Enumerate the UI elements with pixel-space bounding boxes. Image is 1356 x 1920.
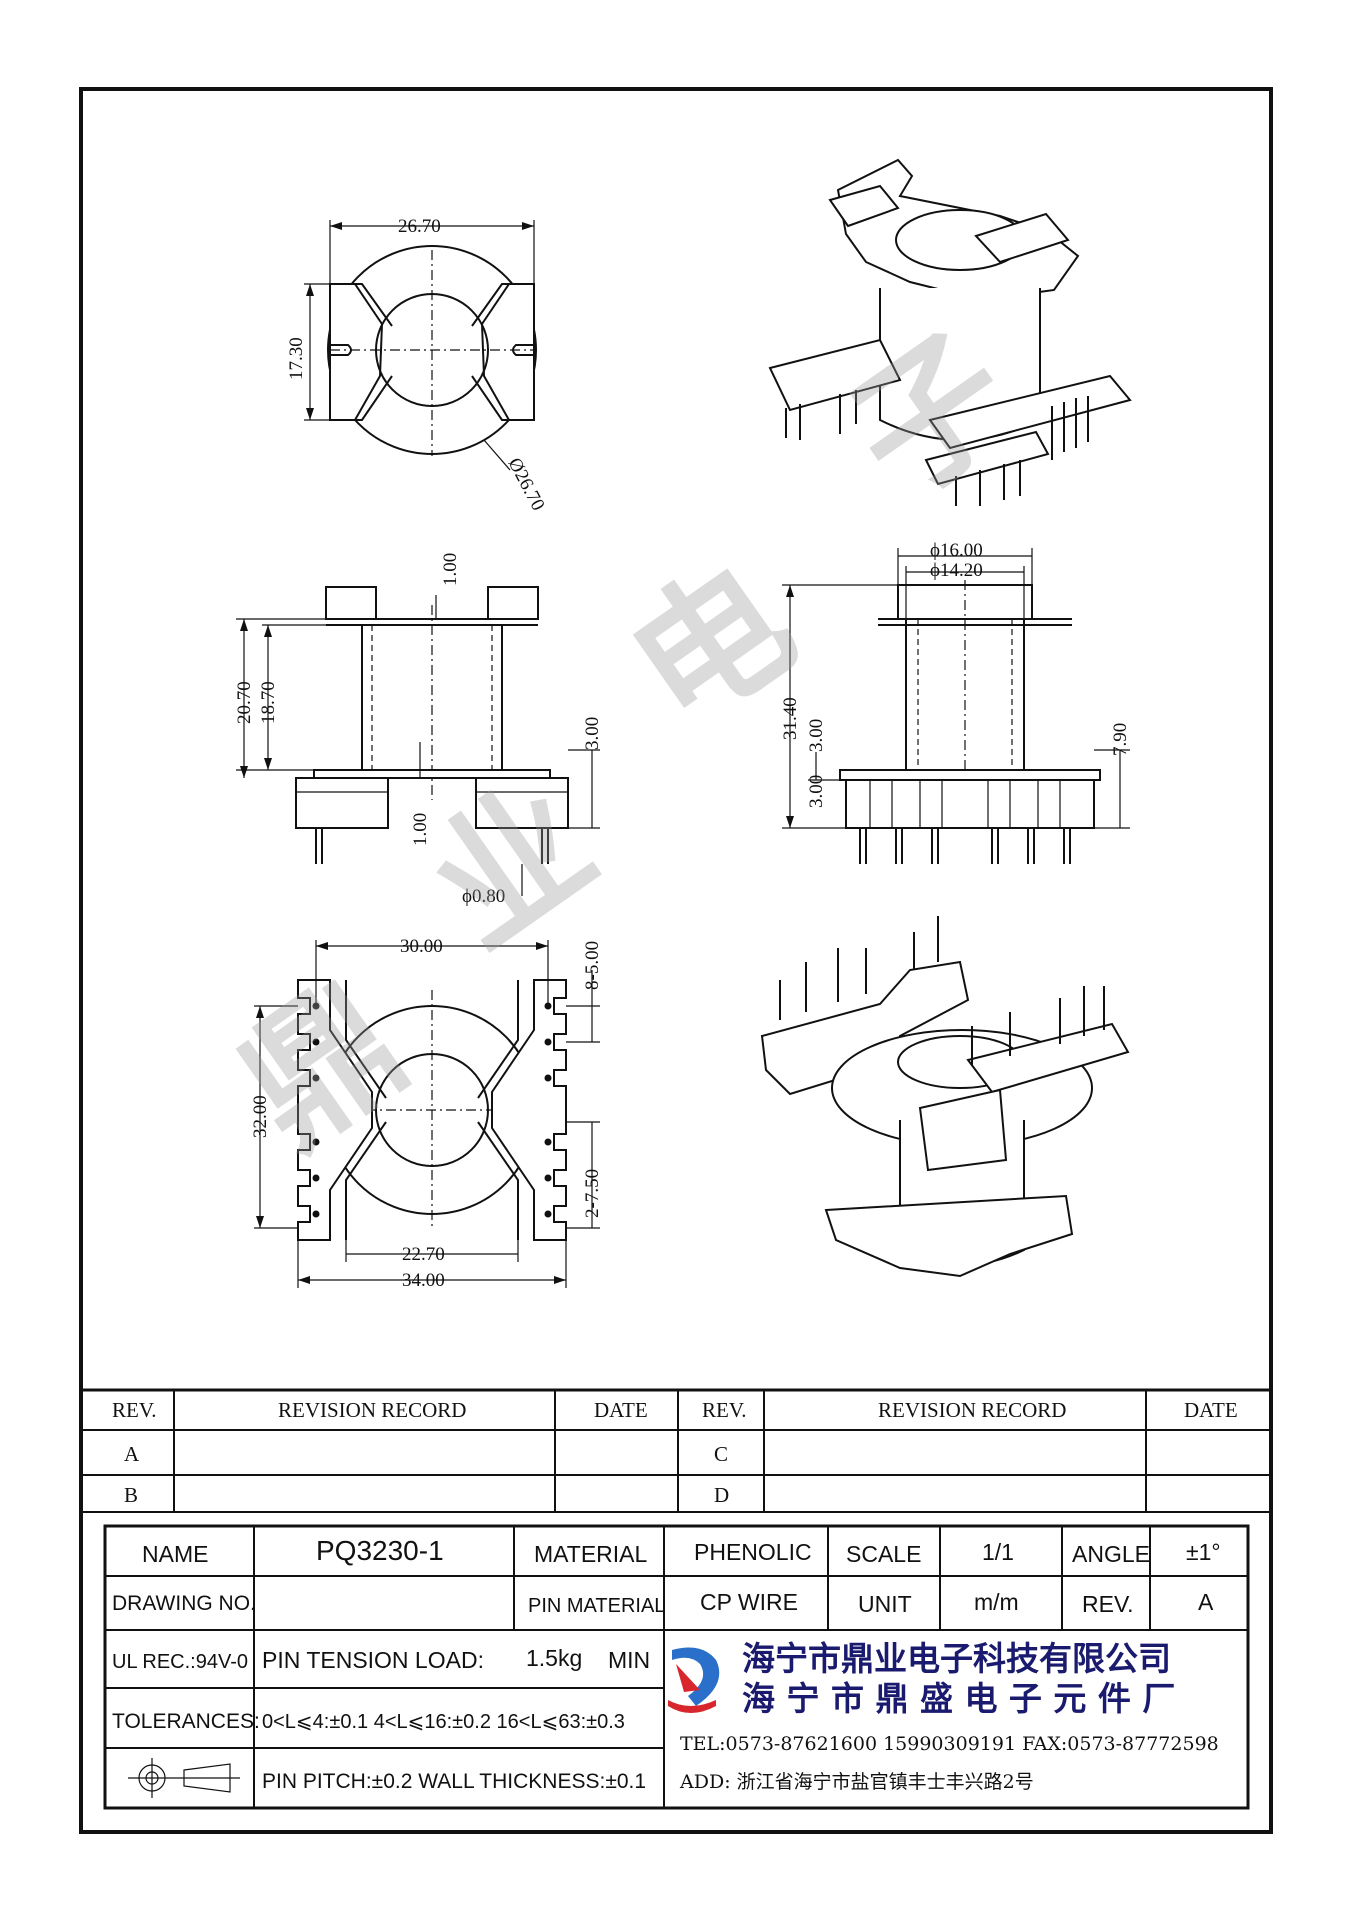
company-address: ADD: 浙江省海宁市盐官镇丰士丰兴路2号: [679, 1771, 1034, 1793]
company-name-2: 海 宁 市 鼎 盛 电 子 元 件 厂: [742, 1679, 1175, 1718]
revision-record-header-2: REVISION RECORD: [878, 1398, 1066, 1422]
revision-table: REV. REVISION RECORD DATE REV. REVISION …: [81, 1388, 1271, 1513]
rev-header-2: REV.: [702, 1398, 747, 1422]
company-contact: TEL:0573-87621600 15990309191 FAX:0573-8…: [680, 1733, 1219, 1755]
pin-tension-unit: MIN: [608, 1647, 650, 1673]
ul-rec-label: UL REC.:94V-0: [112, 1651, 248, 1673]
dim-bottom-width: 30.00: [400, 936, 443, 957]
dim-bottom-pitch2: 2-7.50: [582, 1169, 603, 1218]
bottom-view: 30.00 32.00 8-5.00 2-7.50 22.70 34.00: [250, 936, 603, 1291]
dim-bottom-inner: 22.70: [402, 1244, 445, 1265]
dim-top-height: 17.30: [286, 337, 307, 380]
dim-bottom-outer: 34.00: [402, 1270, 445, 1291]
tolerances-label: TOLERANCES:: [112, 1710, 260, 1733]
company-name-1: 海宁市鼎业电子科技有限公司: [742, 1639, 1171, 1678]
rev-row-d: D: [714, 1483, 729, 1507]
name-label: NAME: [142, 1541, 208, 1567]
title-block: NAME PQ3230-1 MATERIAL PHENOLIC SCALE 1/…: [103, 1524, 1250, 1810]
svg-text:鼎: 鼎: [211, 952, 434, 1181]
material-value: PHENOLIC: [694, 1539, 812, 1565]
angle-label: ANGLE: [1072, 1541, 1150, 1567]
pin-tension-value: 1.5kg: [526, 1645, 582, 1671]
rev-row-b: B: [124, 1483, 138, 1507]
dim-bottom-pitch: 8-5.00: [582, 941, 603, 990]
tolerances-value: 0<L⩽4:±0.1 4<L⩽16:±0.2 16<L⩽63:±0.3: [262, 1711, 625, 1733]
dim-top-width: 26.70: [398, 216, 441, 237]
dim-front-height: 31.40: [780, 697, 801, 740]
unit-value: m/m: [974, 1589, 1019, 1615]
side-view: 20.70 18.70 1.00 1.00 3.00 ϕ0.80: [234, 553, 603, 907]
dim-top-diameter: Ø26.70: [504, 454, 549, 514]
dim-front-d2: ϕ14.20: [930, 560, 983, 581]
dim-front-pin: 7.90: [1110, 723, 1131, 756]
pin-material-value: CP WIRE: [700, 1589, 798, 1615]
dim-side-right: 3.00: [582, 717, 603, 750]
pin-tension-label: PIN TENSION LOAD:: [262, 1647, 484, 1673]
rev-row-a: A: [124, 1442, 140, 1466]
rev-row-c: C: [714, 1442, 728, 1466]
unit-label: UNIT: [858, 1591, 912, 1617]
name-value: PQ3230-1: [316, 1535, 444, 1566]
rev-value: A: [1198, 1589, 1214, 1615]
scale-value: 1/1: [982, 1539, 1014, 1565]
dim-side-gap-top: 1.00: [440, 553, 461, 586]
drawing-frame: [79, 87, 1273, 1834]
date-header-2: DATE: [1184, 1398, 1238, 1422]
date-header-1: DATE: [594, 1398, 648, 1422]
dim-side-h1: 20.70: [234, 681, 255, 724]
revision-record-header-1: REVISION RECORD: [278, 1398, 466, 1422]
isometric-view-bottom: [760, 916, 1130, 1278]
scale-label: SCALE: [846, 1541, 921, 1567]
projection-symbol-icon: [128, 1758, 240, 1798]
dim-front-base: 3.00: [806, 719, 827, 752]
pin-material-label: PIN MATERIAL: [528, 1595, 665, 1617]
angle-value: ±1°: [1186, 1539, 1221, 1565]
isometric-view-top: [768, 158, 1132, 506]
dim-side-gap-bottom: 1.00: [410, 813, 431, 846]
rev-label: REV.: [1082, 1591, 1134, 1617]
dim-bottom-height: 32.00: [250, 1095, 271, 1138]
company-logo-icon: [668, 1647, 720, 1713]
front-view: ϕ16.00 ϕ14.20 31.40 3.00 3.00 7.90: [780, 540, 1131, 864]
dim-front-d1: ϕ16.00: [930, 540, 983, 561]
dim-front-base2: 3.00: [806, 775, 827, 808]
top-view: 26.70 17.30 Ø26.70: [286, 216, 549, 514]
material-label: MATERIAL: [534, 1541, 648, 1567]
drawing-no-label: DRAWING NO.: [112, 1592, 256, 1615]
dim-pin-diameter: ϕ0.80: [462, 886, 505, 907]
dim-side-h2: 18.70: [258, 681, 279, 724]
rev-header-1: REV.: [112, 1398, 157, 1422]
pin-pitch-text: PIN PITCH:±0.2 WALL THICKNESS:±0.1: [262, 1770, 646, 1793]
